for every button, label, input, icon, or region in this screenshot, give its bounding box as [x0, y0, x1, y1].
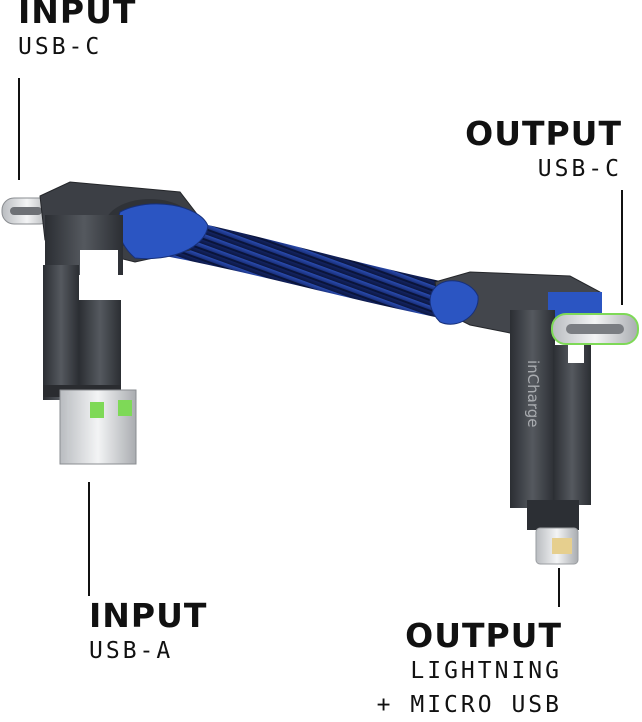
lightning-output-connector: [527, 500, 579, 565]
callout-heading: OUTPUT: [405, 616, 562, 655]
braided-cable: [165, 218, 460, 320]
brand-logo: inCharge: [524, 360, 542, 428]
usbc-input-connector: [1, 197, 53, 225]
callout-input-usbc: INPUT USB-C: [18, 0, 136, 64]
callout-subtitle: USB-C: [537, 156, 622, 182]
callout-heading: INPUT: [89, 596, 208, 635]
callout-subtitle: USB-A: [89, 638, 174, 664]
usba-input-connector: [59, 389, 137, 465]
callout-input-usba: INPUT USB-A: [89, 598, 207, 668]
callout-subtitle: USB-C: [18, 34, 103, 60]
left-connector-housing: [39, 181, 209, 400]
usbc-output-connector: [551, 313, 639, 345]
right-connector-housing: inCharge: [429, 271, 602, 508]
callout-subtitle-2: + MICRO USB: [376, 692, 562, 718]
callout-output-lightning: OUTPUT LIGHTNING + MICRO USB: [377, 618, 562, 722]
callout-output-usbc: OUTPUT USB-C: [465, 116, 622, 186]
callout-heading: OUTPUT: [465, 114, 622, 153]
callout-heading: INPUT: [18, 0, 137, 31]
callout-subtitle: LIGHTNING: [410, 658, 562, 684]
